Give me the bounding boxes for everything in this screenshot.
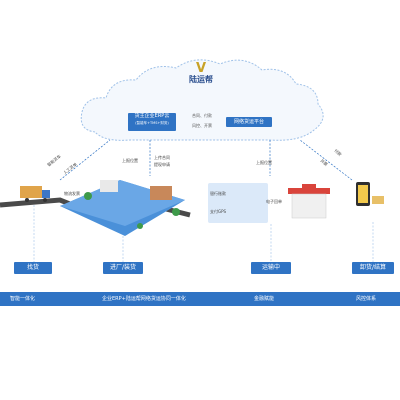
- stage-0: 找货: [14, 262, 52, 274]
- bottom-label-3: 风控体系: [356, 296, 377, 302]
- stage-2: 运输中: [251, 262, 291, 274]
- middle-label-1: 风控、开票: [192, 123, 212, 128]
- payment-bank: 银行账款: [210, 191, 226, 196]
- network-platform-title: 网络货运平台: [233, 119, 264, 125]
- payment-gps: 支付GPS: [210, 209, 227, 214]
- middle-labels: 合同、付款 风控、开票: [184, 113, 220, 129]
- factory-building: [150, 186, 172, 200]
- station-body: [291, 193, 327, 219]
- bottom-label-0: 智能一体化: [10, 296, 36, 302]
- payment-box: 银行账款 支付GPS 电子回单: [208, 183, 282, 223]
- tree-2: [172, 208, 180, 216]
- bottom-label-1: 企业ERP+陆运帮网络货运协同一体化: [102, 296, 186, 302]
- truck-left-wheel2: [43, 198, 47, 202]
- label-report-location: 上报位置: [122, 158, 138, 163]
- network-platform-box: 网络货运平台: [226, 117, 272, 127]
- logo: V 陆运帮: [181, 62, 221, 85]
- label-apply-pay: 提现申请: [154, 162, 170, 167]
- truck-left-cargo: [20, 186, 42, 198]
- arrow-left-up: [59, 139, 111, 181]
- label-pickup: 物流发票: [64, 191, 80, 196]
- middle-label-0: 合同、付款: [192, 113, 212, 118]
- tree-1: [84, 192, 92, 200]
- label-upload-doc: 上传合同: [154, 155, 170, 160]
- phone-screen: [358, 185, 368, 203]
- bottom-bar: [0, 292, 400, 306]
- erp-cloud-box: 货主企业ERP云 (智能车+TMS+财务): [128, 113, 176, 131]
- erp-cloud-sub: (智能车+TMS+财务): [135, 121, 169, 125]
- payment-electronic: 电子回单: [266, 199, 282, 204]
- logo-text: 陆运帮: [189, 75, 213, 84]
- logo-mark-icon: V: [195, 61, 207, 76]
- station-sign: [302, 184, 316, 189]
- bottom-label-2: 金融赋能: [254, 296, 275, 302]
- erp-cloud-title: 货主企业ERP云: [134, 113, 170, 119]
- money-stack: [372, 196, 384, 204]
- arrow-right-up: [299, 139, 353, 181]
- station-roof: [288, 188, 330, 194]
- stage-1: 进厂/装货: [103, 262, 143, 274]
- stage-3: 卸货/结算: [352, 262, 394, 274]
- truck-left-wheel: [25, 198, 29, 202]
- factory-warehouse: [100, 180, 118, 192]
- tree-3: [137, 223, 143, 229]
- truck-left-cab: [42, 190, 50, 198]
- label-upload-pickup: 上报位置: [256, 160, 272, 165]
